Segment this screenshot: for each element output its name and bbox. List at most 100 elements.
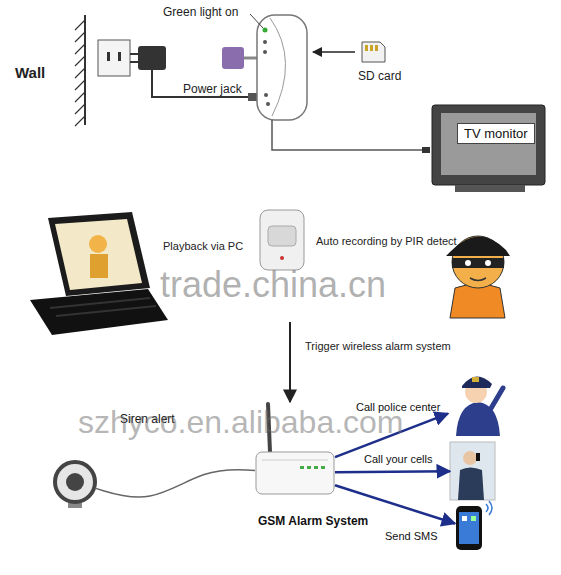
sd-card [365,45,368,51]
sd-card [313,42,385,62]
caption-label: Auto recording by PIR detect [316,235,457,247]
arrow-label: Trigger wireless alarm system [305,340,451,352]
pir-sensor [280,256,284,260]
wall-outlet [98,40,130,76]
wall-outlet [118,52,121,61]
gsm-router [300,466,304,469]
gsm-router [256,452,334,494]
laptop [50,298,156,316]
smartphone-icon [456,501,492,550]
police-node: Call police center [448,368,508,436]
camera-device [222,47,244,69]
smartphone-icon [456,506,482,550]
smartphone-icon [471,516,476,521]
wall [75,20,85,126]
watermark: szhyco.en.alibaba.com [78,404,404,441]
pir-sensor [260,210,304,270]
power-adapter [130,61,138,63]
node-label: Call your cells [364,453,432,465]
thief-cartoon [446,236,510,318]
power-adapter [138,46,166,70]
node-label: TV monitor [457,123,535,144]
trigger-arrow [289,322,291,402]
tv-set [455,185,525,192]
camera-device [222,14,307,120]
camera-device [270,18,286,116]
video-cable [272,120,430,153]
wall-outlet [98,40,130,76]
tv-monitor: TV monitor [432,105,545,185]
video-cable [422,147,430,153]
gsm-router [307,466,311,469]
wire-connector [95,470,255,497]
person-with-phone-icon [476,453,480,461]
laptop [30,289,168,335]
power-adapter [130,53,138,55]
police-icon [462,376,492,388]
gsm-router [321,466,325,469]
laptop [89,235,107,253]
tv-set [432,105,545,192]
tv-set [432,105,545,185]
pir-sensor [260,210,304,270]
wall-outlet [107,52,110,61]
laptop [30,212,168,335]
arrow-connector [335,485,455,523]
person-with-phone-icon [450,442,495,500]
police-icon [456,376,503,436]
trigger-arrow [290,322,291,402]
thief-cartoon [465,260,471,266]
camera-device [266,102,270,106]
camera-device [250,14,263,28]
sms-node: Send SMS [455,505,483,551]
video-cable [272,120,428,150]
wall [75,15,85,126]
part-label: Green light on [163,5,238,19]
wall [84,15,86,125]
siren-alarm: Siren alert [55,462,95,502]
gsm-router [314,466,318,469]
gsm-router [262,460,328,461]
camera-device [263,40,267,44]
police-icon [490,388,503,410]
camera-device [244,57,258,60]
laptop [48,212,150,296]
camera-device [263,28,268,33]
siren [66,473,84,491]
watermark: trade.china.cn [160,264,386,306]
power-adapter [130,46,258,101]
sd-card [375,45,378,51]
smartphone-icon [462,516,467,521]
siren [55,462,95,502]
power-adapter [152,70,258,97]
gsm-alarm-box: GSM Alarm System [255,450,335,495]
person-with-phone-icon [463,451,477,465]
wall-label: Wall [15,64,45,81]
caption-label: Playback via PC [163,240,243,252]
sd-card [370,45,373,51]
sd-card [362,42,385,62]
part-label: Power jack [183,82,242,96]
smartphone-icon [459,512,479,544]
person-with-phone-icon [458,468,484,501]
police-icon [472,377,479,382]
thief-cartoon [452,258,504,268]
camera-device [257,15,307,120]
sd-card [313,51,355,53]
part-label: SD card [358,69,401,83]
laptop [55,219,142,290]
pir-sensor [268,226,296,246]
siren [55,462,95,508]
camera-device [264,93,268,97]
smartphone-icon [486,501,492,515]
node-label: GSM Alarm System [258,514,368,528]
thief-cartoon [450,284,505,318]
laptop [90,254,108,278]
tv-set [441,113,536,175]
node-label: Send SMS [385,530,438,542]
arrow-connector [335,470,450,473]
thief-cartoon [485,260,491,266]
arrow-connector [335,414,448,458]
person-with-phone-icon [450,442,495,500]
